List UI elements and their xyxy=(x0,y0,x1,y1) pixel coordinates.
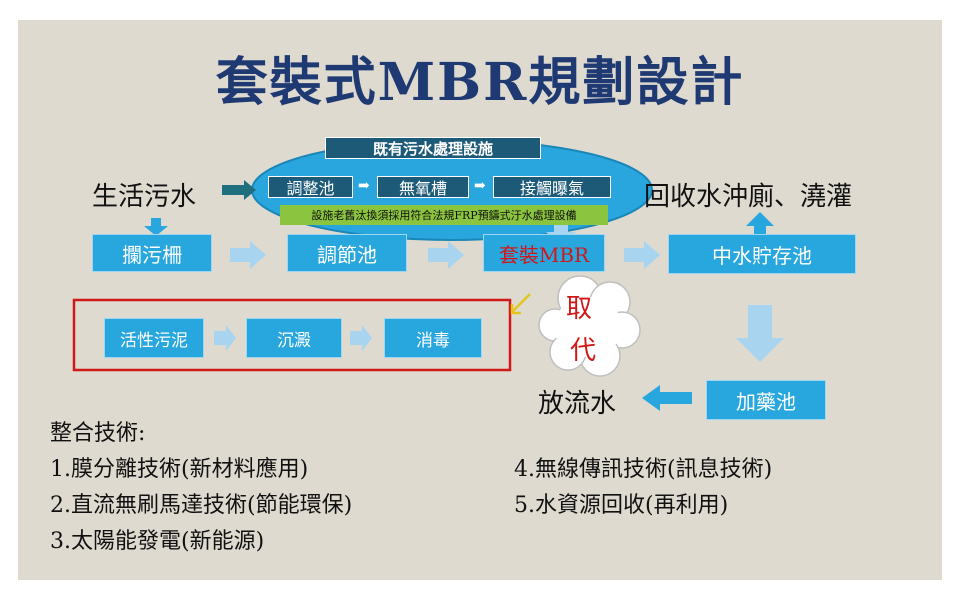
existing-arrow-2-icon: ➡ xyxy=(474,178,486,194)
reservoir-down-arrow xyxy=(736,305,784,362)
tech-list-right: 4.無線傳訊技術(訊息技術) 5.水資源回收(再利用) xyxy=(514,452,772,524)
flow-box-reservoir: 中水貯存池 xyxy=(668,234,856,274)
source-down-arrow xyxy=(144,218,168,236)
discharge-label: 放流水 xyxy=(538,389,617,419)
sewage-source-label: 生活污水 xyxy=(92,182,197,212)
ellipse-to-mbr-arrow xyxy=(546,220,576,246)
flow-arrow-3 xyxy=(624,241,660,269)
flow-box-equalization: 調節池 xyxy=(287,234,407,272)
flow-box-screen: 攔污柵 xyxy=(92,234,212,272)
replaced-arrow-1 xyxy=(214,325,236,351)
pointer-line xyxy=(511,293,531,313)
tech-item-4: 4.無線傳訊技術(訊息技術) xyxy=(514,457,773,482)
flow-box-dosing: 加藥池 xyxy=(706,380,826,420)
existing-step-3: 接觸曝氣 xyxy=(493,176,611,198)
source-to-ellipse-arrow xyxy=(222,180,256,200)
page-title: 套裝式MBR規劃設計 xyxy=(215,52,745,113)
tech-item-3: 3.太陽能發電(新能源) xyxy=(50,529,265,554)
existing-arrow-1-icon: ➡ xyxy=(358,178,370,194)
flow-box-mbr: 套裝MBR xyxy=(483,234,605,272)
replace-cloud-char-2: 代 xyxy=(570,336,597,366)
replaced-highlight-border xyxy=(72,298,512,372)
reservoir-up-arrow xyxy=(746,212,774,236)
tech-heading: 整合技術: xyxy=(50,421,146,446)
existing-facility-note: 設施老舊汰換須採用符合法規FRP預鑄式汙水處理設備 xyxy=(280,205,608,225)
replaced-box-activated-sludge: 活性污泥 xyxy=(104,318,204,358)
replace-cloud-char-1: 取 xyxy=(566,294,593,324)
dosing-left-arrow xyxy=(642,385,692,411)
flow-arrow-1 xyxy=(230,241,266,269)
existing-step-2: 無氧槽 xyxy=(377,176,469,198)
replaced-box-sedimentation: 沉澱 xyxy=(246,318,342,358)
flow-arrow-2 xyxy=(428,241,464,269)
tech-list-left: 整合技術: 1.膜分離技術(新材料應用) 2.直流無刷馬達技術(節能環保) 3.… xyxy=(50,416,352,560)
tech-item-5: 5.水資源回收(再利用) xyxy=(514,493,729,518)
replace-cloud xyxy=(538,275,641,377)
tech-item-2: 2.直流無刷馬達技術(節能環保) xyxy=(50,493,353,518)
reuse-label: 回收水沖廁、澆灌 xyxy=(644,182,853,212)
replaced-box-disinfection: 消毒 xyxy=(384,318,482,358)
tech-item-1: 1.膜分離技術(新材料應用) xyxy=(50,457,309,482)
existing-facility-header: 既有污水處理設施 xyxy=(325,137,541,159)
replaced-arrow-2 xyxy=(350,325,372,351)
existing-step-1: 調整池 xyxy=(268,176,353,198)
